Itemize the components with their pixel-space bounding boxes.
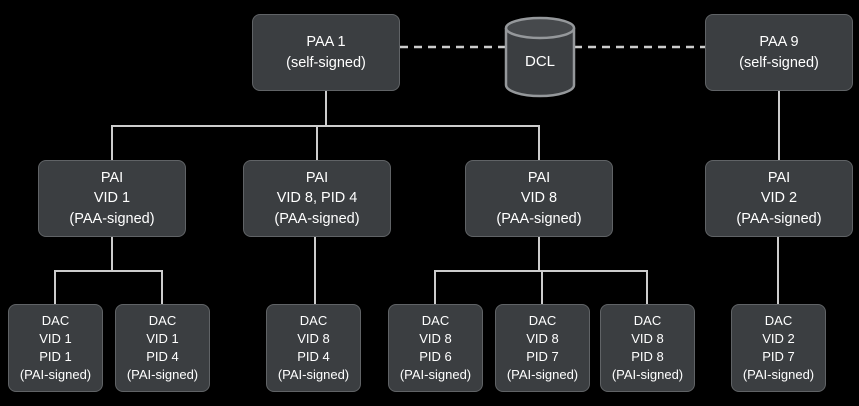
pai-vid8-label: PAI VID 8 (PAA-signed) (496, 169, 582, 227)
dac-vid1-pid4-node: DAC VID 1 PID 4 (PAI-signed) (115, 304, 210, 392)
dac-vid8-pid7-label: DAC VID 8 PID 7 (PAI-signed) (506, 313, 579, 382)
pai-vid8-pid4-node: PAI VID 8, PID 4 (PAA-signed) (243, 160, 391, 237)
dac-vid8-pid4-label: DAC VID 8 PID 4 (PAI-signed) (277, 313, 350, 382)
dac-vid8-pid6-label: DAC VID 8 PID 6 (PAI-signed) (399, 313, 472, 382)
dac-vid8-pid6-node: DAC VID 8 PID 6 (PAI-signed) (388, 304, 483, 392)
dac-vid1-pid1-label: DAC VID 1 PID 1 (PAI-signed) (19, 313, 92, 382)
pai-vid1-node: PAI VID 1 (PAA-signed) (38, 160, 186, 237)
dac-vid8-pid8-node: DAC VID 8 PID 8 (PAI-signed) (600, 304, 695, 392)
paa9-node: PAA 9 (self-signed) (705, 14, 853, 91)
pai-vid1-label: PAI VID 1 (PAA-signed) (69, 169, 155, 227)
dcl-label: DCL (524, 52, 555, 70)
dac-vid2-pid7-node: DAC VID 2 PID 7 (PAI-signed) (731, 304, 826, 392)
dac-vid8-pid7-node: DAC VID 8 PID 7 (PAI-signed) (495, 304, 590, 392)
dac-vid1-pid4-label: DAC VID 1 PID 4 (PAI-signed) (126, 313, 199, 382)
pai-vid2-node: PAI VID 2 (PAA-signed) (705, 160, 853, 237)
paa1-node: PAA 1 (self-signed) (252, 14, 400, 91)
dcl-database-cylinder: DCL (504, 16, 576, 98)
dac-vid1-pid1-node: DAC VID 1 PID 1 (PAI-signed) (8, 304, 103, 392)
dac-vid2-pid7-label: DAC VID 2 PID 7 (PAI-signed) (742, 313, 815, 382)
cylinder-shape-icon (504, 16, 576, 98)
pai-vid8-pid4-label: PAI VID 8, PID 4 (PAA-signed) (274, 169, 360, 227)
dac-vid8-pid4-node: DAC VID 8 PID 4 (PAI-signed) (266, 304, 361, 392)
pai-vid2-label: PAI VID 2 (PAA-signed) (736, 169, 822, 227)
pai-vid8-node: PAI VID 8 (PAA-signed) (465, 160, 613, 237)
paa9-label: PAA 9 (self-signed) (739, 33, 819, 71)
dac-vid8-pid8-label: DAC VID 8 PID 8 (PAI-signed) (611, 313, 684, 382)
paa1-label: PAA 1 (self-signed) (286, 33, 366, 71)
